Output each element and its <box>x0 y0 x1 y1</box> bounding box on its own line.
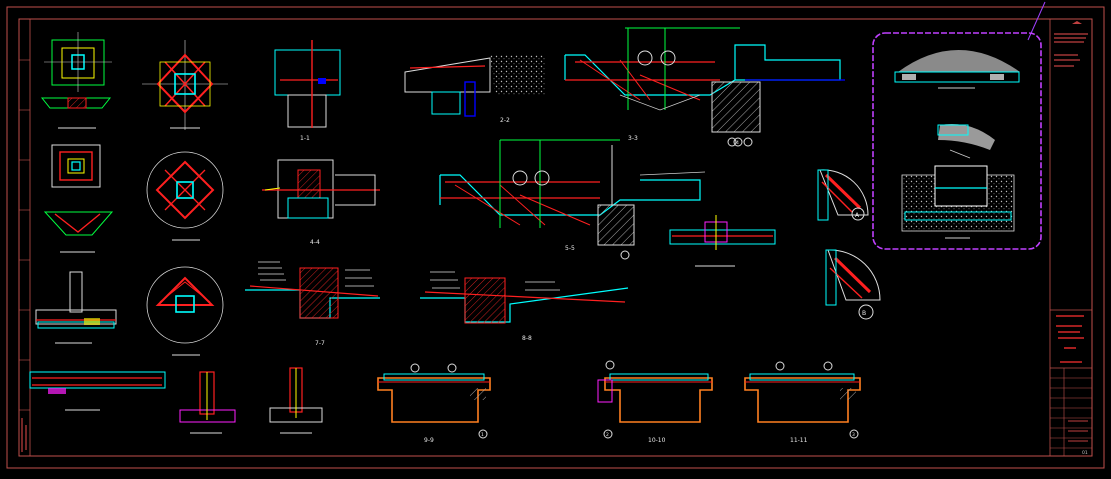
section-label-4: 4-4 <box>310 239 320 246</box>
section-1-1: 1-1 <box>274 40 341 142</box>
section-label-5: 5-5 <box>565 245 575 252</box>
section-label-3: 3-3 <box>628 135 638 142</box>
footing-plan-1 <box>40 32 112 129</box>
section-6-6 <box>669 215 776 267</box>
section-label-8: 8-8 <box>522 335 532 342</box>
section-label-2: 2-2 <box>500 117 510 124</box>
u-section-2: 10-10 <box>597 360 713 444</box>
pier-detail-1 <box>179 371 236 434</box>
section-label-7: 7-7 <box>315 340 325 347</box>
section-7-7: 7-7 <box>245 261 380 347</box>
strip-section <box>29 371 166 411</box>
section-5-5: 5-5 <box>439 139 706 260</box>
column-cap-plan-1 <box>142 40 228 130</box>
footing-plan-2 <box>43 144 114 253</box>
pier-detail-2 <box>269 367 323 434</box>
detail-markers: 1 2 3 4 <box>478 137 859 439</box>
section-3-3: 3-3 <box>564 27 845 147</box>
section-label-9: 9-9 <box>424 437 434 444</box>
detail-b: B <box>825 249 881 320</box>
section-label-10: 10-10 <box>648 437 666 444</box>
section-label-11: 11-11 <box>790 437 808 444</box>
section-label-1: 1-1 <box>300 135 310 142</box>
detail-marker-3: 3 <box>852 432 855 438</box>
title-block: 01 <box>1049 18 1093 457</box>
page-number: 01 <box>1082 450 1088 456</box>
detail-marker-b: B <box>862 310 866 317</box>
section-8-8: 8-8 <box>420 271 629 342</box>
detail-marker-4: 4 <box>736 140 739 146</box>
u-section-1: 9-9 <box>377 363 491 444</box>
revision-cloud-detail <box>872 32 1042 250</box>
detail-a: A <box>817 169 869 221</box>
column-cap-plan-2 <box>146 151 224 241</box>
section-2-2: 2-2 <box>404 55 545 124</box>
detail-marker-2: 2 <box>606 432 609 438</box>
section-4-4: 4-4 <box>262 159 380 246</box>
column-cap-plan-3 <box>146 266 224 356</box>
u-section-3: 11-11 <box>744 361 861 444</box>
detail-marker-1: 1 <box>481 432 484 438</box>
wall-joint-section <box>35 271 117 344</box>
detail-marker-a: A <box>855 212 860 219</box>
